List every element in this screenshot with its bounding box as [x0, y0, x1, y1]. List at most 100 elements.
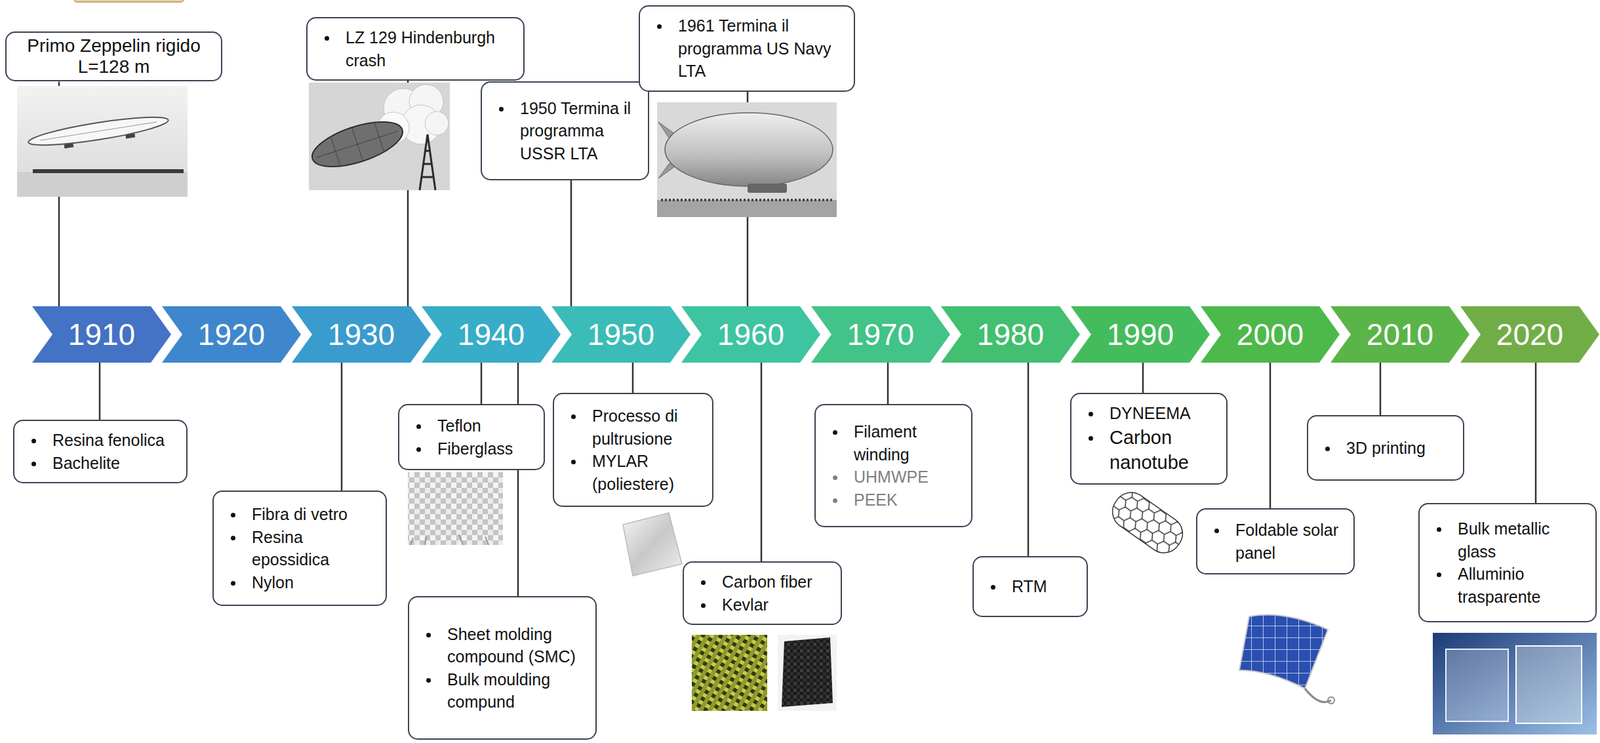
event-box: LZ 129 Hindenburgh crash: [306, 17, 525, 81]
connector-line: [760, 362, 763, 562]
material-item: MYLAR (poliestere): [565, 449, 703, 496]
nanotube-figure: [1105, 485, 1189, 560]
chevron-fill: [551, 306, 691, 363]
material-item: 3D printing: [1320, 436, 1454, 460]
timeline-chevron: 1920: [161, 306, 301, 363]
event-text: 1961 Termina il programma US Navy LTA: [651, 14, 845, 83]
decade-label: 1930: [291, 306, 431, 363]
event-text: LZ 129 Hindenburgh crash: [319, 26, 515, 72]
material-box: 3D printing: [1306, 415, 1465, 481]
decade-label: 1980: [940, 306, 1080, 363]
material-item: Carbon fiber: [695, 570, 832, 594]
material-item: Resina epossidica: [225, 525, 377, 572]
connector-line: [570, 180, 573, 307]
material-item: Resina fenolica: [26, 428, 178, 452]
material-item: Nylon: [225, 571, 377, 595]
decade-label: 2010: [1330, 306, 1470, 363]
event-box: 1950 Termina il programma USSR LTA: [480, 81, 650, 181]
connector-line: [1142, 362, 1145, 393]
chevron-fill: [1200, 306, 1340, 363]
connector-line: [517, 362, 520, 597]
event-box: Primo Zeppelin rigido L=128 m: [5, 31, 223, 82]
transparent-aluminium-photo: [1432, 632, 1597, 735]
decade-label: 2000: [1200, 306, 1340, 363]
material-box: TeflonFiberglass: [398, 403, 545, 471]
chevron-fill: [1070, 306, 1210, 363]
zeppelin-photo: [17, 85, 188, 197]
solar-panel-photo: [1239, 615, 1335, 705]
chevron-fill: [811, 306, 951, 363]
connector-line: [480, 362, 483, 404]
material-box: Filament windingUHMWPEPEEK: [814, 403, 973, 528]
connector-line: [887, 362, 890, 404]
material-box: RTM: [972, 556, 1088, 618]
chevron-fill: [421, 306, 561, 363]
event-text: 1950 Termina il programma USSR LTA: [493, 97, 639, 166]
chevron-fill: [681, 306, 821, 363]
material-item: Alluminio trasparente: [1431, 562, 1587, 608]
decade-label: 1910: [32, 306, 172, 363]
material-item: PEEK: [827, 488, 962, 512]
timeline-chevron: 1930: [291, 306, 431, 363]
hindenburg-photo: [306, 82, 450, 191]
material-item: Bulk metallic glass: [1431, 517, 1587, 563]
material-item: DYNEEMA: [1083, 401, 1218, 425]
material-box: Bulk metallic glassAlluminio trasparente: [1418, 502, 1597, 623]
mylar-sheet: [622, 512, 682, 576]
timeline-chevron: 1960: [681, 306, 821, 363]
material-item: Foldable solar panel: [1209, 518, 1345, 564]
chevron-fill: [32, 306, 172, 363]
material-item: Bulk moulding compund: [420, 668, 587, 714]
decade-label: 1920: [161, 306, 301, 363]
material-box: Fibra di vetroResina epossidicaNylon: [212, 490, 387, 606]
us-navy-blimp-photo: [657, 102, 837, 218]
material-item: RTM: [985, 575, 1078, 599]
decade-label: 1960: [681, 306, 821, 363]
decade-label: 1970: [811, 306, 951, 363]
connector-line: [99, 362, 101, 420]
connector-line: [340, 362, 343, 491]
timeline-chevron: 1980: [940, 306, 1080, 363]
decade-label: 2020: [1460, 306, 1600, 363]
connector-line: [1535, 362, 1538, 503]
event-box: 1961 Termina il programma US Navy LTA: [638, 5, 856, 92]
timeline-chevron: 2000: [1200, 306, 1340, 363]
material-box: Foldable solar panel: [1196, 508, 1355, 575]
connector-line: [632, 362, 635, 393]
material-item: Processo di pultrusione: [565, 404, 703, 450]
chevron-fill: [1460, 306, 1600, 363]
event-text: Primo Zeppelin rigido L=128 m: [13, 35, 215, 78]
chevron-fill: [940, 306, 1080, 363]
material-item: Filament winding: [827, 420, 962, 466]
material-item: Carbon nanotube: [1083, 424, 1218, 476]
timeline-chevron: 1950: [551, 306, 691, 363]
material-item: Kevlar: [695, 593, 832, 617]
material-box: Sheet molding compound (SMC)Bulk mouldin…: [407, 596, 597, 740]
decade-label: 1990: [1070, 306, 1210, 363]
decade-label: 1950: [551, 306, 691, 363]
decade-label: 1940: [421, 306, 561, 363]
timeline-chevron: 1970: [811, 306, 951, 363]
material-box: Carbon fiberKevlar: [682, 561, 842, 625]
material-box: Resina fenolicaBachelite: [13, 419, 188, 484]
material-item: Sheet molding compound (SMC): [420, 622, 587, 669]
material-item: UHMWPE: [827, 465, 962, 489]
connector-line: [1269, 362, 1272, 509]
timeline-chevron: 1990: [1070, 306, 1210, 363]
material-item: Bachelite: [26, 451, 178, 475]
material-box: DYNEEMACarbon nanotube: [1070, 392, 1228, 485]
timeline-chevron: 2010: [1330, 306, 1470, 363]
material-item: Teflon: [411, 414, 535, 438]
material-item: Fiberglass: [411, 437, 535, 461]
chevron-fill: [161, 306, 301, 363]
connector-line: [1027, 362, 1030, 557]
header-tab: [74, 0, 184, 2]
fiberglass-photo: [407, 472, 503, 545]
material-box: Processo di pultrusioneMYLAR (poliestere…: [552, 392, 714, 507]
chevron-fill: [1330, 306, 1470, 363]
chevron-fill: [291, 306, 431, 363]
material-item: Fibra di vetro: [225, 502, 377, 526]
timeline-chevron: 2020: [1460, 306, 1600, 363]
